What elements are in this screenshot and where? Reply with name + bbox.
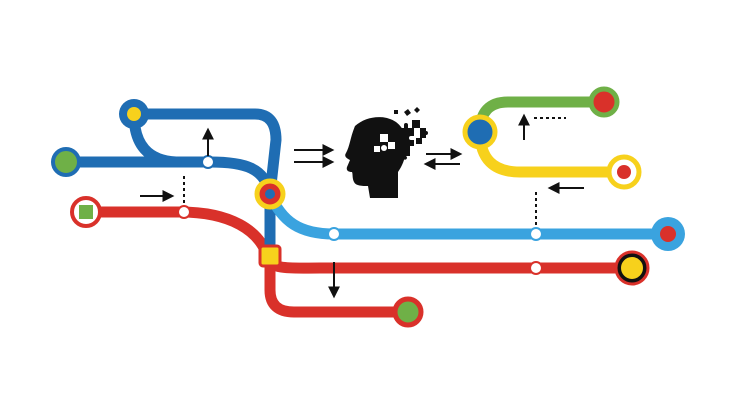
blue-line-top [128, 108, 282, 200]
station-white-lightblue-2 [529, 227, 543, 241]
station-red-branch-end [392, 296, 424, 328]
station-red-end-ring [614, 250, 650, 286]
red-line-branch [264, 252, 414, 318]
station-white-red-right [529, 261, 543, 275]
station-green-end [588, 86, 620, 118]
station-white-red-left [177, 205, 191, 219]
station-yellow-square [258, 244, 282, 268]
station-red-end [617, 253, 647, 283]
station-green-square [79, 205, 93, 219]
station-green-left [51, 147, 81, 177]
station-blue-top-center [127, 107, 141, 121]
head-with-puzzle-brain-icon [345, 107, 428, 198]
station-yellow-end-center [617, 165, 631, 179]
station-lightblue-end-center [660, 226, 676, 242]
station-junction-right [462, 114, 498, 150]
puzzle-pieces [394, 107, 428, 160]
station-white-lightblue-1 [327, 227, 341, 241]
red-line-main [80, 206, 638, 274]
arrows [140, 113, 584, 299]
station-interchange-center [265, 189, 275, 199]
light-blue-line [264, 188, 674, 240]
stations [51, 86, 685, 328]
station-white-blue [201, 155, 215, 169]
yellow-line [474, 126, 630, 178]
